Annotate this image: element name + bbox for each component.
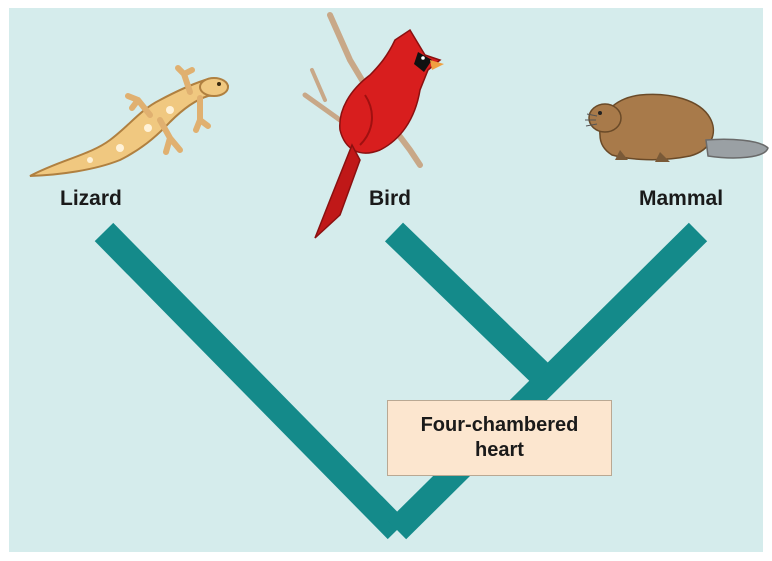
branch-bird [394, 232, 542, 375]
taxon-label-lizard: Lizard [60, 187, 122, 211]
trait-label-line2: heart [475, 438, 524, 463]
lizard-illustration [30, 68, 228, 176]
tree-branches [104, 232, 698, 530]
trait-four-chambered-heart: Four-chambered heart [387, 400, 612, 476]
branch-lizard [104, 232, 397, 530]
trait-label-line1: Four-chambered [421, 413, 579, 438]
beaver-illustration [585, 94, 768, 162]
taxon-label-bird: Bird [369, 187, 411, 211]
taxon-label-mammal: Mammal [639, 187, 723, 211]
